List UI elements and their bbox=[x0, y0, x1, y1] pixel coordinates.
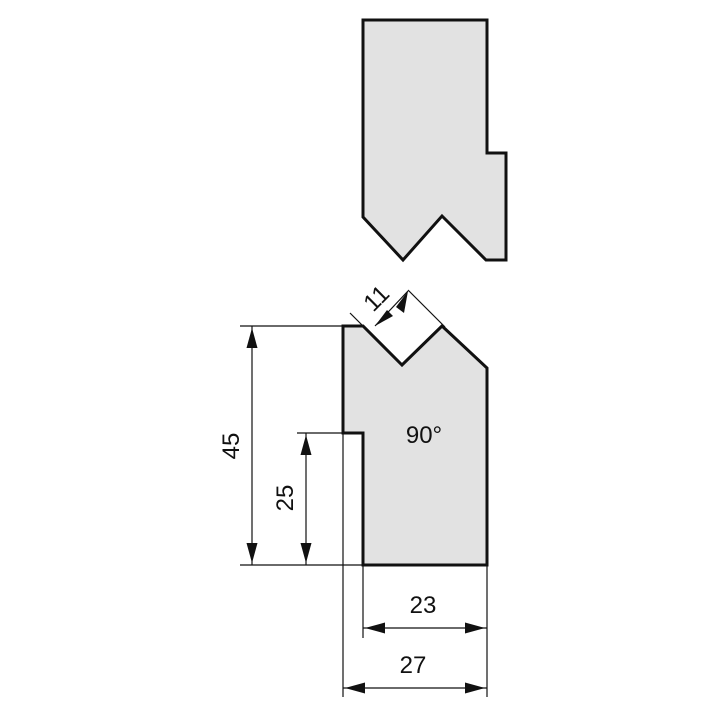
dimension-label-45: 45 bbox=[218, 433, 245, 460]
upper-punch-profile bbox=[361, 18, 508, 263]
arrowhead bbox=[396, 291, 408, 313]
dimension-height-total: 45 bbox=[218, 325, 363, 566]
lower-die-profile bbox=[341, 323, 489, 567]
extension-line bbox=[349, 312, 364, 327]
arrowhead bbox=[375, 310, 393, 326]
dimension-label-25: 25 bbox=[272, 485, 299, 512]
dimension-label-27: 27 bbox=[400, 652, 427, 679]
arrowhead bbox=[246, 328, 258, 348]
angle-label: 90° bbox=[406, 422, 442, 449]
arrowhead bbox=[300, 435, 312, 455]
dimension-line bbox=[407, 289, 446, 328]
arrowhead bbox=[465, 622, 485, 634]
extension-line bbox=[382, 345, 403, 366]
dimension-width-inner: 23 bbox=[362, 565, 488, 697]
dimension-label-11: 11 bbox=[358, 280, 395, 317]
arrowhead bbox=[246, 543, 258, 563]
dimension-width-total: 27 bbox=[342, 433, 487, 697]
arrowhead bbox=[300, 543, 312, 563]
arrowhead bbox=[365, 622, 385, 634]
dimension-label-23: 23 bbox=[410, 592, 437, 619]
dimension-height-step: 25 bbox=[272, 432, 343, 565]
arrowhead bbox=[465, 682, 485, 694]
arrowhead bbox=[345, 682, 365, 694]
